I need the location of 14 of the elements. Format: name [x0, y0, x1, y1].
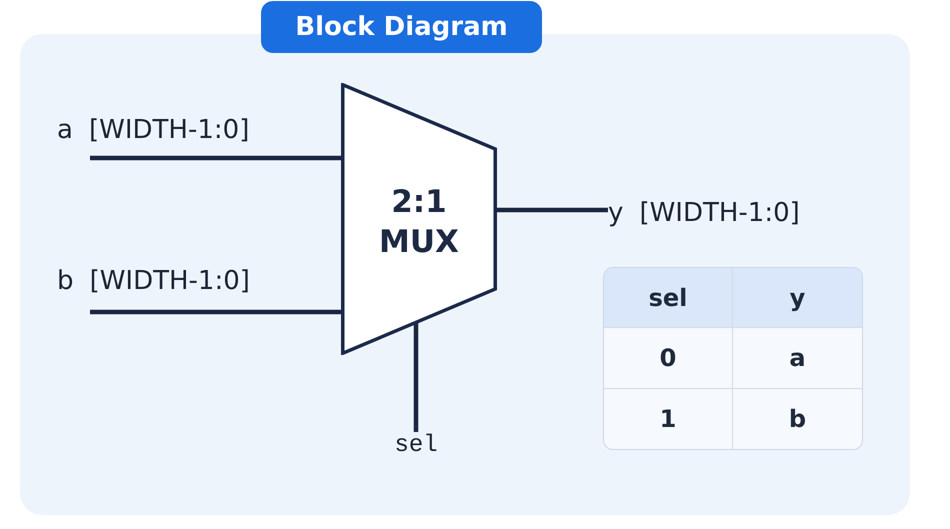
- table-cell: 1: [604, 388, 733, 449]
- wire: [414, 322, 418, 432]
- table-cell: 0: [604, 328, 733, 389]
- mux-block: [341, 83, 497, 355]
- signal-label: y [WIDTH-1:0]: [608, 198, 800, 228]
- wire: [90, 156, 341, 160]
- wire: [90, 310, 341, 314]
- table-cell: b: [733, 388, 862, 449]
- table-header-cell: y: [733, 268, 862, 328]
- table-header-cell: sel: [604, 268, 733, 328]
- wire: [497, 208, 608, 212]
- title-banner: Block Diagram: [261, 1, 542, 53]
- block-label: 2:1 MUX: [378, 183, 460, 262]
- signal-label: sel: [394, 432, 438, 460]
